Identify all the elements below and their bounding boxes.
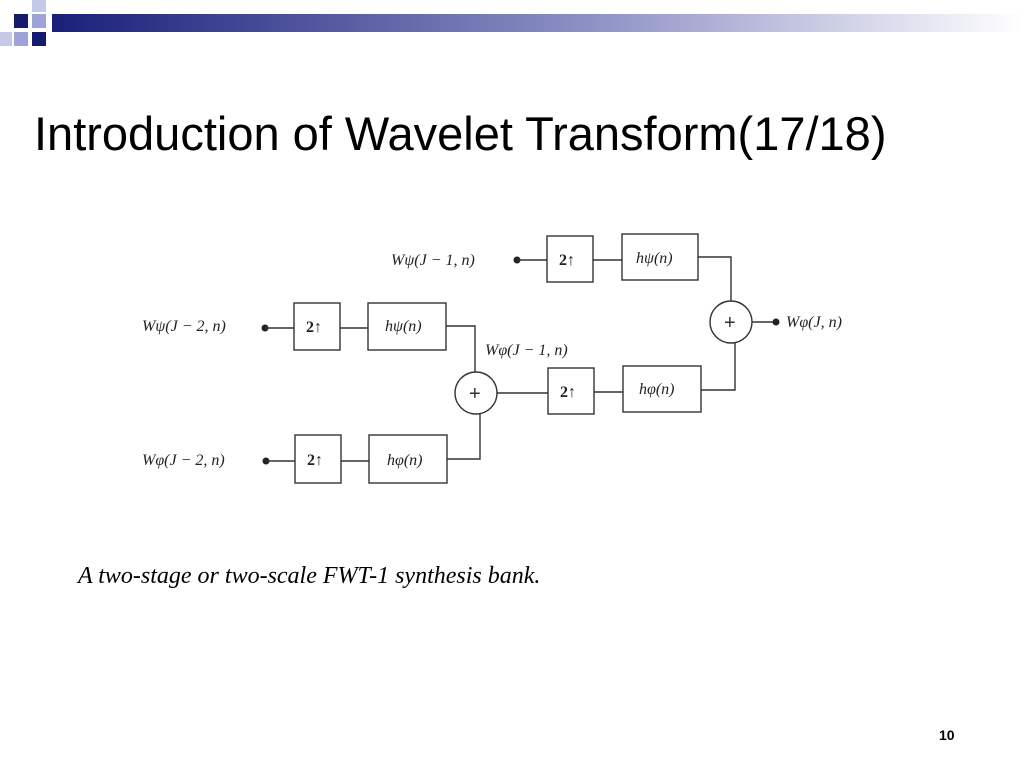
wire xyxy=(446,325,476,374)
header-gradient-bar xyxy=(52,14,1024,32)
upsampler-box xyxy=(547,367,595,415)
header-square xyxy=(32,32,46,46)
wire xyxy=(701,343,736,391)
filter-label: hφ(n) xyxy=(387,452,423,469)
upsampler-label: 2↑ xyxy=(306,319,322,336)
label-w-phi-j-2: Wφ(J − 2, n) xyxy=(142,452,225,469)
header-square xyxy=(14,32,28,46)
header-square xyxy=(0,32,12,46)
upsampler-box xyxy=(293,302,341,351)
figure-caption: A two-stage or two-scale FWT-1 synthesis… xyxy=(78,563,541,589)
header-square xyxy=(14,14,28,28)
synthesis-bank-diagram: Wψ(J − 1, n) 2↑ hψ(n) Wψ(J − 2, n) 2↑ hψ… xyxy=(142,233,842,484)
filter-box xyxy=(368,434,448,484)
upsampler-label: 2↑ xyxy=(559,252,575,269)
header-decoration xyxy=(0,0,1024,46)
upsampler-box xyxy=(546,235,594,283)
adder-symbol: + xyxy=(724,312,736,334)
adder-symbol: + xyxy=(469,383,481,405)
upsampler-box xyxy=(294,434,342,484)
page-number: 10 xyxy=(939,727,955,743)
header-square xyxy=(32,0,46,12)
upsampler-label: 2↑ xyxy=(560,384,576,401)
upsampler-label: 2↑ xyxy=(307,452,323,469)
wire xyxy=(698,256,732,305)
output-node xyxy=(772,318,780,326)
filter-label: hψ(n) xyxy=(636,250,673,267)
label-w-psi-j-2: Wψ(J − 2, n) xyxy=(142,318,226,335)
label-w-phi-j-1: Wφ(J − 1, n) xyxy=(485,342,568,359)
slide-title: Introduction of Wavelet Transform(17/18) xyxy=(34,107,887,160)
label-output: Wφ(J, n) xyxy=(786,314,842,331)
filter-box xyxy=(622,365,702,413)
header-square xyxy=(32,14,46,28)
filter-box xyxy=(621,233,699,281)
filter-label: hφ(n) xyxy=(639,381,675,398)
label-w-psi-j-1: Wψ(J − 1, n) xyxy=(391,252,475,269)
wire xyxy=(447,414,481,460)
filter-box xyxy=(367,302,447,351)
filter-label: hψ(n) xyxy=(385,318,422,335)
